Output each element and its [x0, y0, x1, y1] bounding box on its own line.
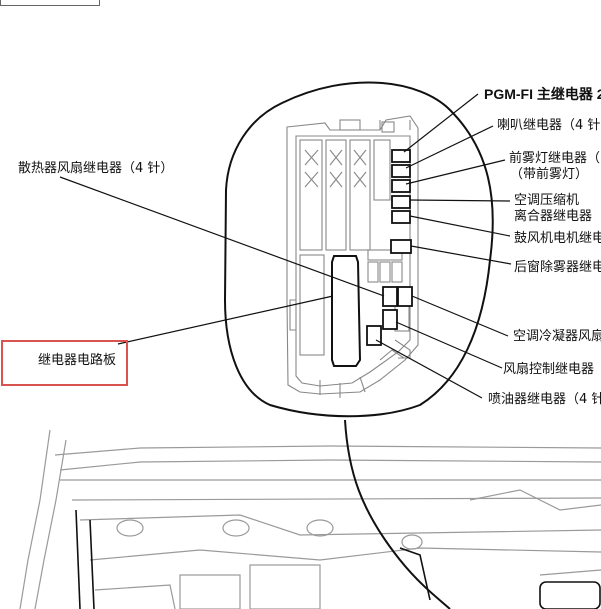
relay-foglight	[391, 179, 411, 193]
label-injector-relay: 喷油器继电器（4 针	[488, 392, 601, 407]
top-frame-edge	[0, 0, 100, 6]
label-pgmfi-text: PGM-FI 主继电器 2	[484, 86, 601, 102]
relay-radiator-fan	[382, 286, 398, 307]
label-ac-compressor-1: 空调压缩机	[514, 193, 580, 208]
relay-horn	[391, 164, 411, 178]
relay-board-shape	[331, 255, 362, 367]
label-horn-relay: 喇叭继电器（4 针	[497, 118, 601, 133]
relay-blower	[391, 210, 411, 224]
label-fan-control-relay: 风扇控制继电器	[503, 362, 595, 377]
engine-bay-dark-lines	[75, 509, 601, 609]
engine-bay-sketch	[19, 429, 601, 609]
relay-ac-condenser	[397, 286, 413, 307]
relay-ac-compressor	[391, 195, 411, 209]
relay-pgmfi	[391, 149, 411, 163]
leader-lines	[59, 93, 512, 399]
label-foglight-relay: 前雾灯继电器（	[509, 151, 601, 166]
relay-board-highlight	[1, 340, 128, 386]
label-pgmfi: PGM-FI 主继电器 2	[484, 86, 601, 104]
label-foglight-note: （带前雾灯）	[510, 167, 589, 182]
callout-bubble	[223, 81, 494, 418]
relay-rear-defog	[390, 239, 412, 254]
relay-fan-control	[382, 309, 398, 330]
label-ac-compressor-2: 离合器继电器	[514, 209, 593, 224]
label-radiator-fan-relay: 散热器风扇继电器（4 针）	[18, 161, 174, 176]
label-rear-defog-relay: 后窗除雾器继电	[514, 260, 601, 275]
label-blower-relay: 鼓风机电机继电	[514, 231, 601, 246]
fuse-box-outline	[286, 115, 419, 398]
label-ac-condenser-relay: 空调冷凝器风扇	[513, 329, 601, 344]
label-relay-board: 继电器电路板	[38, 353, 117, 368]
bubble-leader-line	[344, 419, 451, 609]
